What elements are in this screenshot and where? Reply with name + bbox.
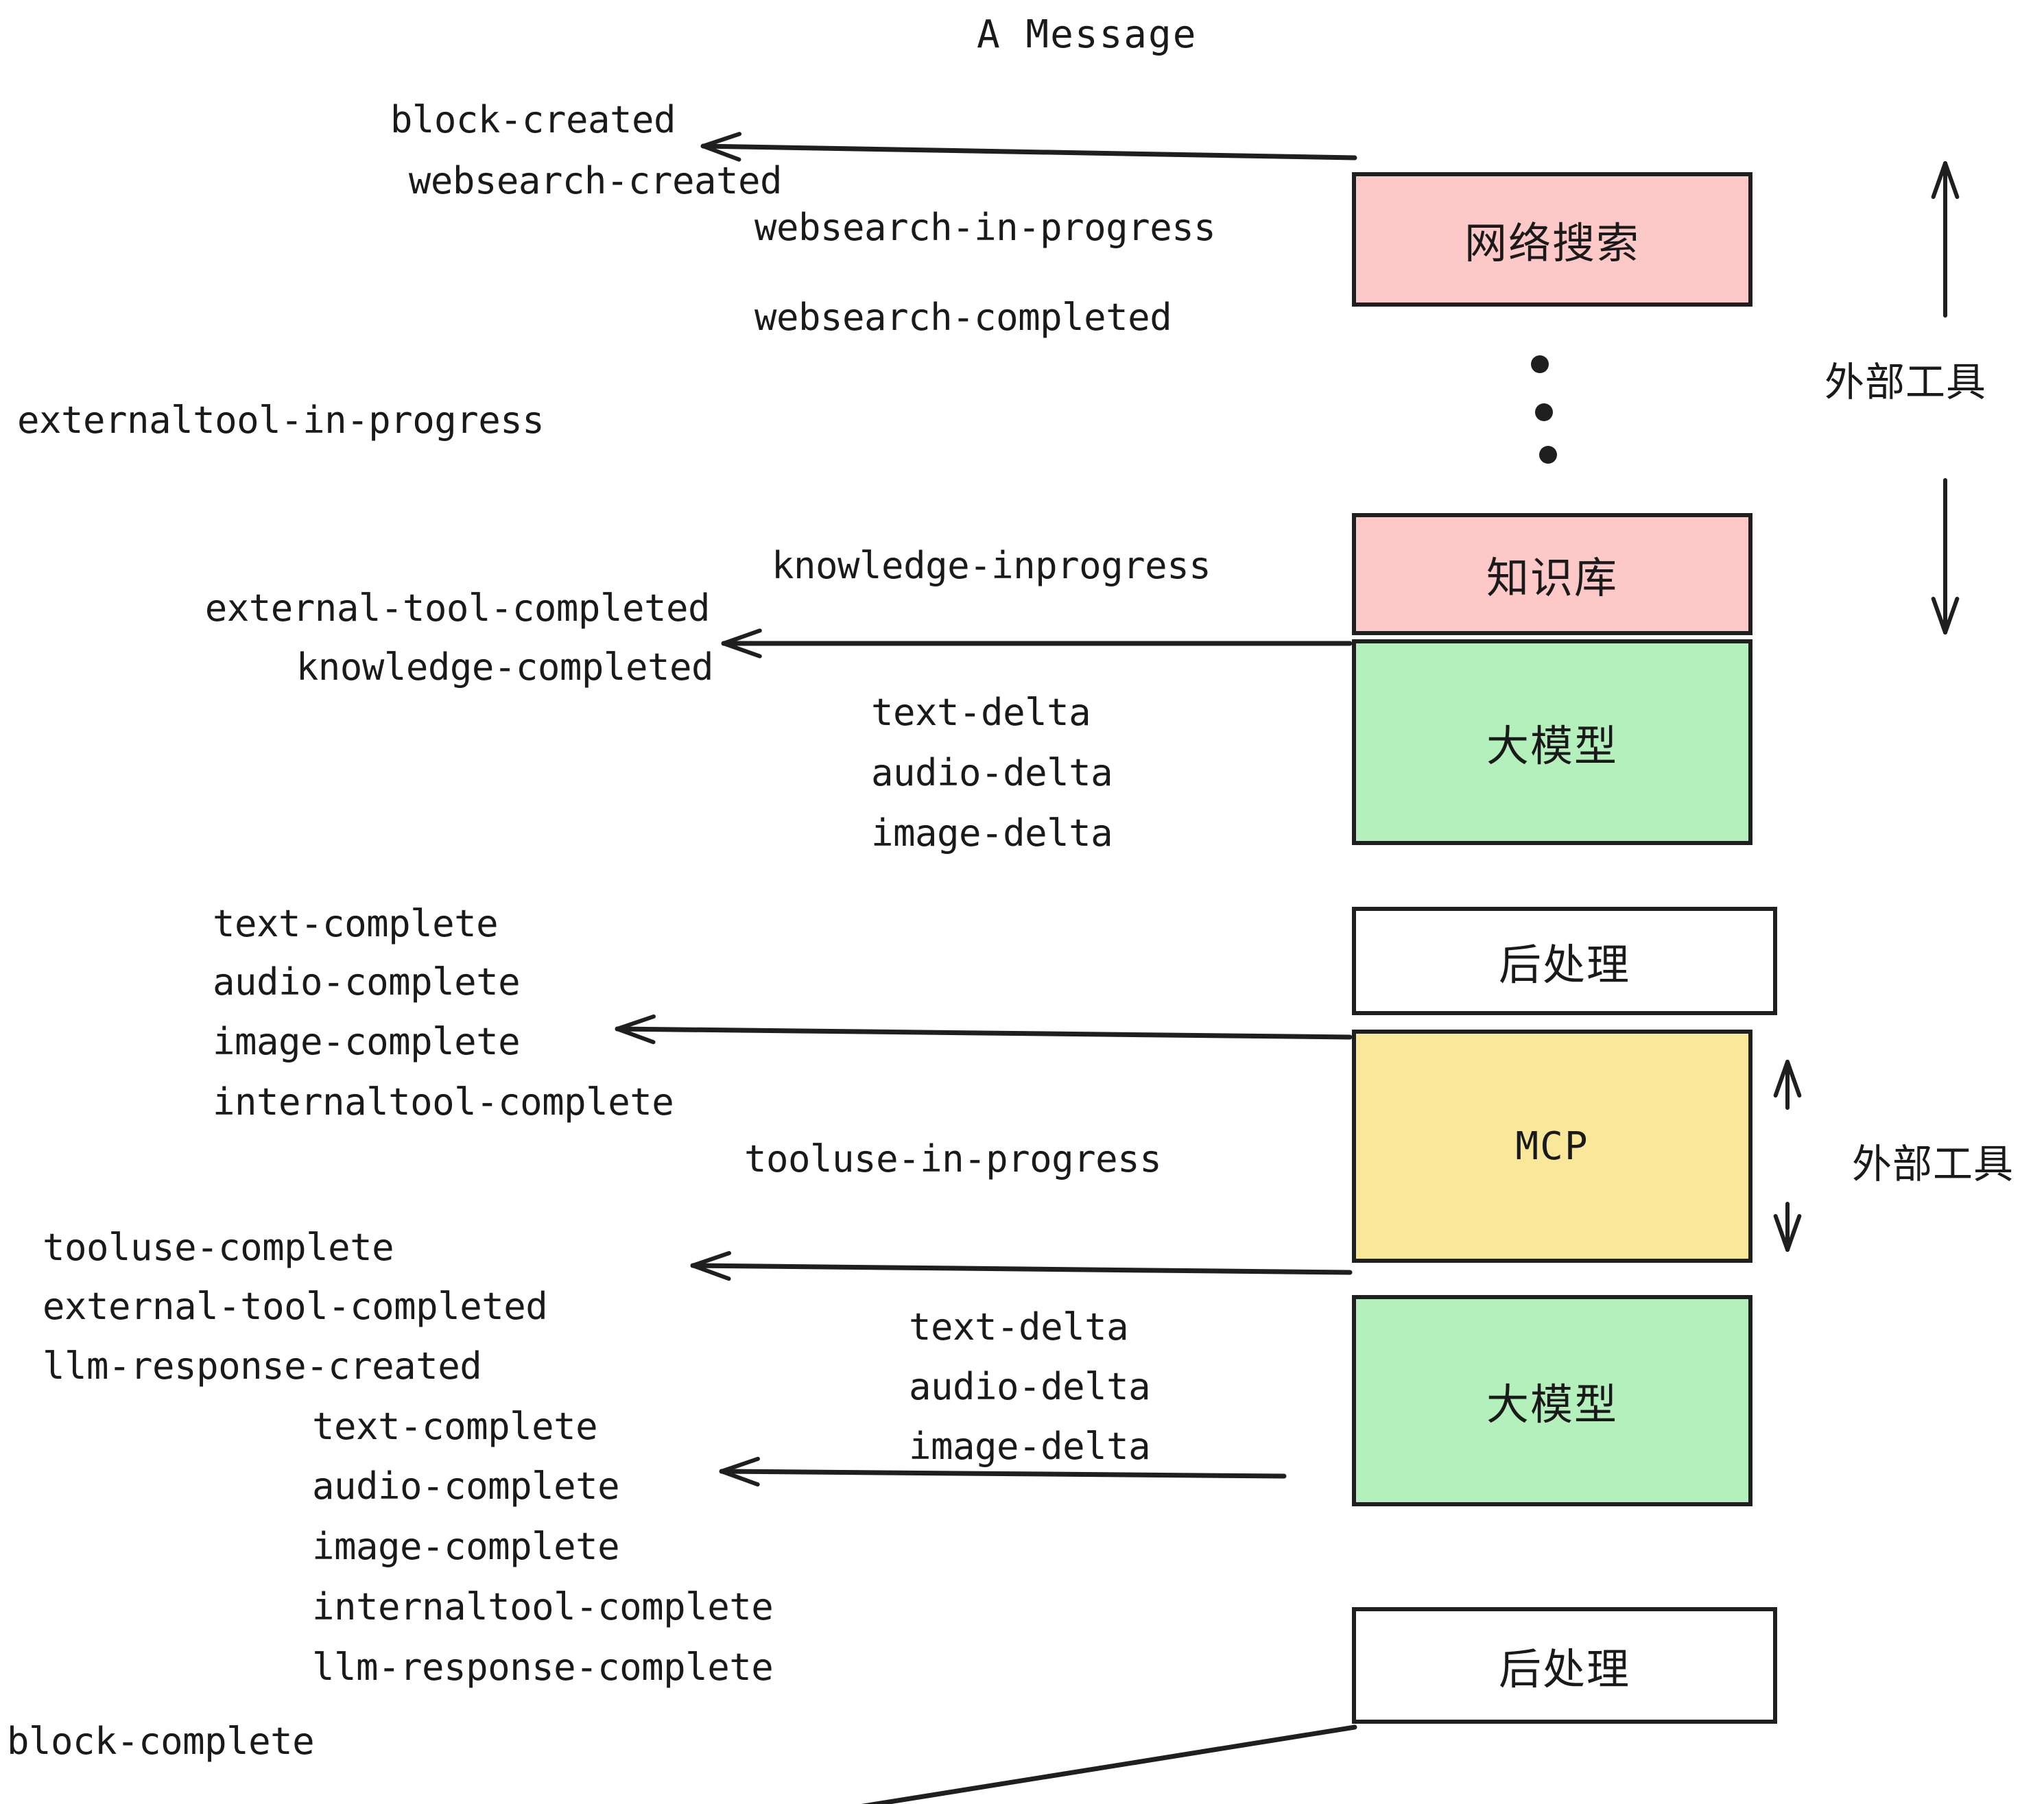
event-label-text-complete-2: text-complete	[312, 1405, 598, 1448]
event-label-image-complete-1: image-complete	[213, 1020, 521, 1063]
ellipsis-dot-icon	[1535, 403, 1553, 421]
node-postproc-1[interactable]: 后处理	[1352, 907, 1777, 1015]
event-label-externaltool-in-progress: externaltool-in-progress	[17, 399, 545, 442]
event-label-audio-delta-2: audio-delta	[909, 1365, 1151, 1408]
event-label-audio-delta-1: audio-delta	[871, 751, 1113, 794]
page-title: A Message	[977, 12, 1198, 57]
arrow-image-complete	[615, 1014, 1353, 1045]
event-label-block-created: block-created	[390, 98, 676, 141]
event-label-text-complete-1: text-complete	[213, 902, 499, 945]
ellipsis-dot-icon	[1539, 446, 1557, 464]
event-label-image-delta-1: image-delta	[871, 811, 1113, 855]
event-label-llm-response-created: llm-response-created	[43, 1344, 482, 1388]
event-label-block-complete: block-complete	[7, 1720, 315, 1763]
arrow-tooluse-done	[690, 1250, 1353, 1281]
event-label-llm-response-complete: llm-response-complete	[312, 1646, 774, 1689]
node-postproc-2[interactable]: 后处理	[1352, 1607, 1777, 1724]
event-label-internaltool-complete-2: internaltool-complete	[312, 1585, 774, 1628]
node-websearch[interactable]: 网络搜索	[1352, 172, 1752, 307]
event-label-image-delta-2: image-delta	[909, 1425, 1151, 1468]
arrow-knowledge-done	[721, 628, 1353, 658]
event-label-image-complete-2: image-complete	[312, 1525, 620, 1568]
event-label-knowledge-inprogress: knowledge-inprogress	[772, 544, 1211, 587]
node-knowledge[interactable]: 知识库	[1352, 513, 1752, 635]
event-label-knowledge-completed: knowledge-completed	[296, 645, 714, 689]
group-label-external-tools-bottom: 外部工具	[1852, 1141, 2015, 1187]
event-label-websearch-in-progress: websearch-in-progress	[754, 206, 1216, 249]
event-label-websearch-completed: websearch-completed	[754, 296, 1172, 339]
group-label-external-tools-top: 外部工具	[1825, 359, 1987, 405]
arrow-block-created	[700, 132, 1357, 162]
event-label-external-tool-completed-1: external-tool-completed	[204, 586, 711, 630]
node-llm-1[interactable]: 大模型	[1352, 639, 1752, 845]
event-label-tooluse-in-progress: tooluse-in-progress	[744, 1137, 1162, 1180]
event-label-internaltool-complete-1: internaltool-complete	[213, 1080, 674, 1124]
event-label-text-delta-2: text-delta	[909, 1305, 1129, 1349]
event-label-websearch-created: websearch-created	[408, 159, 783, 202]
node-mcp[interactable]: MCP	[1352, 1030, 1752, 1263]
event-label-external-tool-completed-2: external-tool-completed	[43, 1285, 548, 1328]
range-external-tools-bottom	[1773, 1060, 1802, 1252]
event-label-tooluse-complete: tooluse-complete	[43, 1226, 394, 1269]
node-llm-2[interactable]: 大模型	[1352, 1295, 1752, 1506]
event-label-text-delta-1: text-delta	[871, 691, 1091, 734]
event-label-audio-complete-1: audio-complete	[213, 960, 521, 1004]
event-label-audio-complete-2: audio-complete	[312, 1464, 620, 1508]
ellipsis-dot-icon	[1531, 355, 1549, 373]
arrow-block-complete	[861, 1724, 1357, 1804]
